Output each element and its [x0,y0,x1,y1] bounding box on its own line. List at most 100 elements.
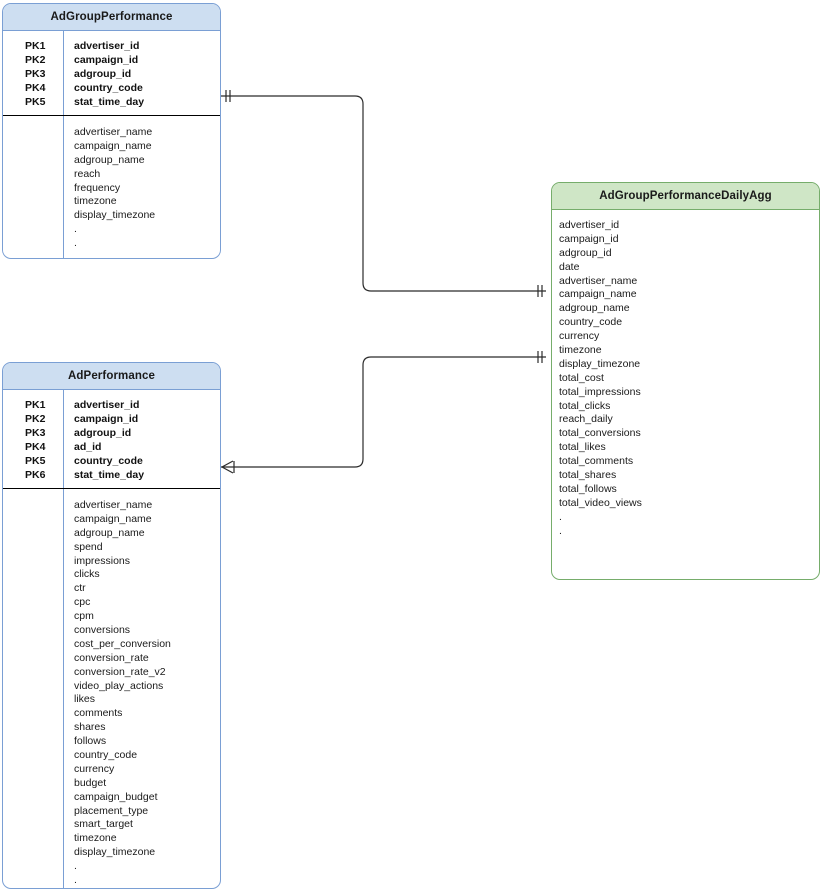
attribute-row: smart_target [74,818,133,831]
attribute-row: campaign_budget [74,790,158,803]
entity-adperformance[interactable]: AdPerformance PK1 advertiser_id PK2 campai… [2,362,221,889]
attribute-row: total_comments [559,455,634,468]
attribute-row: placement_type [74,804,149,817]
attribute-row: likes [74,693,96,706]
attribute-row: country_code [74,749,138,762]
attribute-row: cost_per_conversion [74,637,171,650]
connector-line [221,95,546,292]
key-row: PK3 adgroup_id [3,67,220,81]
attribute-row: campaign_name [74,512,152,525]
key-name: country_code [74,455,143,467]
attribute-row: display_timezone [74,846,156,859]
entity-title-adperformance: AdPerformance [3,363,220,390]
attribute-row: total_likes [559,441,606,454]
key-row: PK2 campaign_id [3,412,220,426]
attribute-row: follows [74,735,107,748]
pk-column-divider [63,390,64,888]
attribute-row: date [559,260,580,273]
key-tag: PK2 [25,54,46,66]
key-name: adgroup_id [74,427,132,439]
attribute-row: timezone [74,195,117,208]
attribute-row: advertiser_id [559,219,620,231]
attribute-row: ctr [74,582,86,595]
attribute-row: total_clicks [559,399,611,412]
attribute-row: total_shares [559,469,617,482]
attribute-row: comments [74,707,123,720]
attribute-row: adgroup_id [559,246,612,259]
attribute-row: budget [74,776,107,789]
key-row: PK5 stat_time_day [3,95,220,109]
key-tag: PK6 [25,469,46,481]
attribute-row: adgroup_name [559,302,630,315]
attribute-row: advertiser_name [559,274,638,287]
attribute-row: clicks [74,568,100,581]
key-row: PK6 stat_time_day [3,468,220,482]
key-name: stat_time_day [74,96,145,108]
key-tag: PK1 [25,399,46,411]
key-tag: PK5 [25,96,46,108]
entity-title-adgroupperformancedailyagg: AdGroupPerformanceDailyAgg [552,183,819,210]
attribute-list-adgroupperformancedailyagg: advertiser_id campaign_id adgroup_id dat… [559,219,819,538]
attribute-row: advertiser_name [74,499,153,511]
key-name: country_code [74,82,143,94]
attribute-row: cpm [74,610,94,623]
attribute-row: advertiser_name [74,126,153,138]
key-name: advertiser_id [74,399,140,411]
key-name: campaign_id [74,413,139,425]
attribute-row: campaign_name [74,139,152,152]
key-name: advertiser_id [74,40,140,52]
attribute-row: display_timezone [74,209,156,222]
attribute-row: reach [74,167,101,180]
attribute-row: conversion_rate [74,651,149,664]
key-tag: PK3 [25,68,46,80]
attribute-row: . [74,860,77,873]
attribute-row: . [74,223,77,236]
cardinality-one-and-only-one-icon [537,351,543,363]
key-tag: PK2 [25,413,46,425]
key-tag: PK5 [25,455,46,467]
attribute-row: adgroup_name [74,526,145,539]
entity-title-adgroupperformance: AdGroupPerformance [3,4,220,31]
key-row: PK1 advertiser_id [3,398,220,412]
key-name: adgroup_id [74,68,132,80]
relationship-adgroupperformance-to-dailyagg[interactable] [221,90,546,297]
key-tag: PK3 [25,427,46,439]
key-name: stat_time_day [74,469,145,481]
attribute-row: . [559,524,562,537]
attribute-row: conversion_rate_v2 [74,665,166,678]
attribute-row: video_play_actions [74,679,164,692]
attribute-row: campaign_name [559,288,637,301]
key-tag: PK4 [25,441,46,453]
attribute-row: timezone [559,344,602,357]
attribute-row: adgroup_name [74,153,145,166]
relationship-adperformance-to-dailyagg[interactable] [220,351,546,474]
attribute-row: campaign_id [559,232,619,245]
attribute-row: . [559,510,562,523]
attribute-row: cpc [74,596,91,609]
attribute-row: display_timezone [559,357,641,370]
attribute-row: frequency [74,181,121,194]
attribute-row: country_code [559,316,623,329]
key-attribute-divider [3,115,220,116]
key-tag: PK1 [25,40,46,52]
attribute-row: total_impressions [559,385,641,398]
key-row: PK5 country_code [3,454,220,468]
attribute-row: . [74,874,77,887]
key-tag: PK4 [25,82,46,94]
attribute-row: total_conversions [559,427,641,440]
attribute-row: reach_daily [559,413,613,426]
entity-adgroupperformancedailyagg[interactable]: AdGroupPerformanceDailyAgg advertiser_id… [551,182,820,580]
cardinality-many-crowsfoot-icon [220,460,235,474]
key-list-adperformance: PK1 advertiser_id PK2 campaign_id PK3 adgro… [3,398,220,482]
attribute-row: conversions [74,624,131,637]
attribute-row: spend [74,540,103,553]
key-row: PK3 adgroup_id [3,426,220,440]
entity-body-adgroupperformancedailyagg: advertiser_id campaign_id adgroup_id dat… [552,210,819,579]
attribute-row: total_follows [559,482,617,495]
